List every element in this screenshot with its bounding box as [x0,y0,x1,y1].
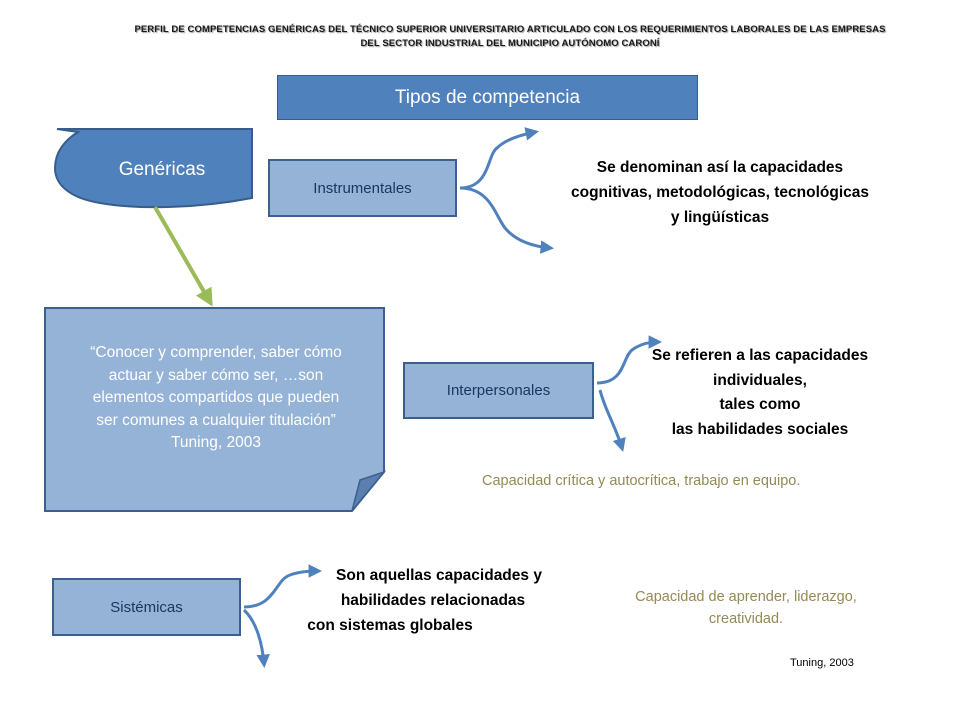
sistemicas-description: Son aquellas capacidades y habilidades r… [260,563,590,638]
sistemicas-arrow-down [242,608,270,669]
quote-citation: Tuning, 2003 [171,434,261,451]
description-line: Son aquellas capacidades y [336,567,542,584]
sistemicas-arrow-up [243,564,323,609]
description-line: tales como [719,396,801,413]
sistemicas-example: Capacidad de aprender, liderazgo, creati… [606,586,886,630]
interpersonales-arrow-down [598,389,626,452]
interpersonales-box: Interpersonales [403,362,594,419]
title-text: Tipos de competencia [394,86,581,108]
header-line-1: PERFIL DE COMPETENCIAS GENÉRICAS DEL TÉC… [134,24,886,35]
genericas-label: Genéricas [118,159,206,180]
interpersonales-example: Capacidad crítica y autocrítica, trabajo… [482,473,801,489]
interpersonales-description: Se refieren a las capacidades individual… [620,344,900,442]
example-line: Capacidad de aprender, liderazgo, [635,589,857,605]
example-line: creatividad. [708,611,784,627]
sistemicas-label: Sistémicas [110,598,183,616]
description-line: y lingüísticas [670,209,770,226]
interpersonales-arrow-up [596,335,663,385]
description-line: habilidades relacionadas [340,592,526,609]
green-arrow [153,205,213,307]
quote-line: actuar y saber cómo ser, …son [108,366,324,384]
title-box: Tipos de competencia [277,75,698,120]
description-line: Se refieren a las capacidades [651,347,869,364]
quote-note-fold [351,470,387,512]
interpersonales-label: Interpersonales [446,382,551,399]
quote-line: elementos compartidos que pueden [92,389,340,406]
citation: Tuning, 2003 [790,657,854,669]
instrumentales-box: Instrumentales [268,159,457,217]
description-line: con sistemas globales [307,617,473,634]
quote-line: ser comunes a cualquier titulación” [96,411,336,429]
description-line: Se denominan así la capacidades [596,159,844,176]
instrumentales-arrow-up [459,127,539,190]
description-line: individuales, [713,371,807,389]
description-line: las habilidades sociales [671,420,849,438]
quote-text: “Conocer y comprender, saber cómo actuar… [52,342,380,455]
instrumentales-description: Se denominan así la capacidades cognitiv… [530,155,910,230]
instrumentales-label: Instrumentales [313,179,412,197]
sistemicas-box: Sistémicas [52,578,241,636]
description-line: cognitivas, metodológicas, tecnológicas [570,184,869,201]
header-line-2: DEL SECTOR INDUSTRIAL DEL MUNICIPIO AUTÓ… [360,38,660,49]
instrumentales-arrow-down [459,186,555,254]
quote-line: “Conocer y comprender, saber cómo [90,344,342,361]
genericas-shape [53,128,253,209]
